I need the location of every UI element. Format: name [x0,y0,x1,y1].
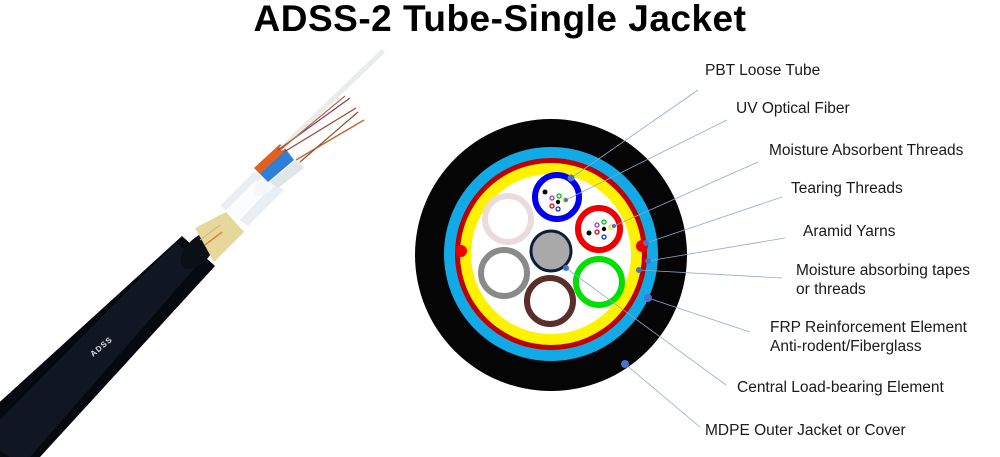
fibers-red-tube [586,219,614,240]
cable-photo: ADSS [0,49,385,457]
central-strength-member [529,229,573,273]
leader-lines [565,89,786,428]
brown-tube [524,275,576,327]
aramid-yarn-layer [195,212,244,262]
label-moisture-absorbent-threads: Moisture Absorbent Threads [769,142,964,159]
leader-dots [563,174,652,368]
label-frp-reinforcement: FRP Reinforcement Element Anti-rodent/Fi… [770,319,967,355]
red-tube [575,205,623,253]
label-uv-optical-fiber: UV Optical Fiber [736,100,850,117]
gray-tube [478,247,530,299]
blue-tube [532,172,582,222]
fiber-bundle [254,49,385,188]
tearing-thread-left [455,245,467,257]
label-tearing-threads: Tearing Threads [791,180,903,197]
page-title: ADSS-2 Tube-Single Jacket [253,0,747,39]
label-central-load-bearing: Central Load-bearing Element [737,379,944,396]
green-tube [573,256,625,308]
white-tube [482,193,534,245]
label-mdpe-outer-jacket: MDPE Outer Jacket or Cover [705,422,906,439]
label-moisture-absorbing-tapes: Moisture absorbing tapes or threads [796,262,971,298]
label-aramid-yarns: Aramid Yarns [803,223,896,240]
label-pbt-loose-tube: PBT Loose Tube [705,62,821,79]
